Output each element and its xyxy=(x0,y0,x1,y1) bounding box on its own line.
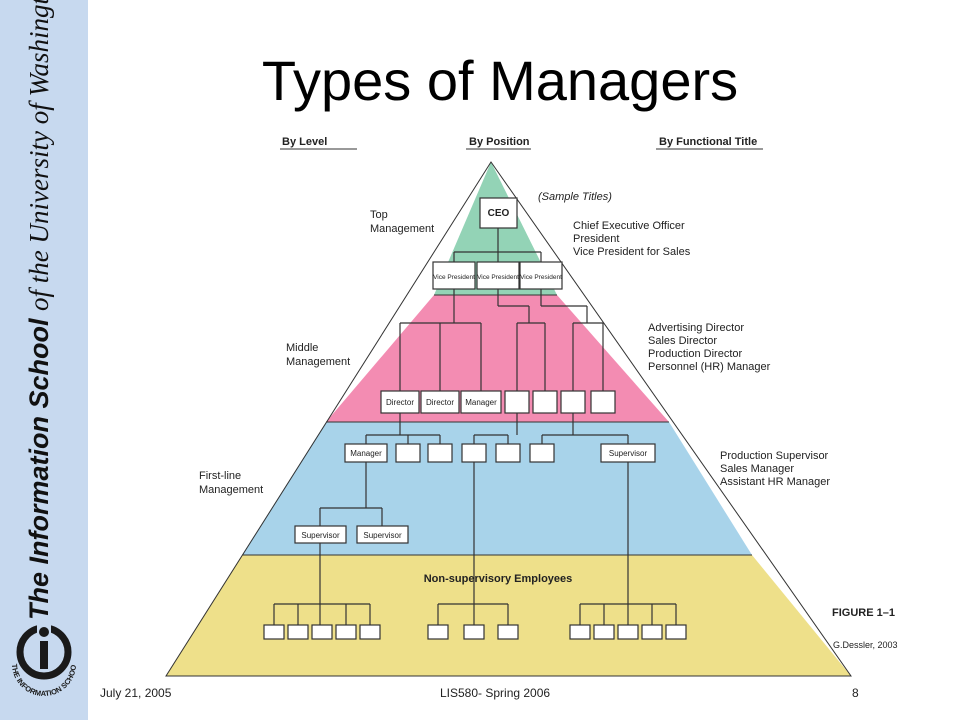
box-vice-president-3: Vice President xyxy=(519,261,563,290)
box-vice-president-1-label: Vice President xyxy=(433,274,475,281)
titles-middle: Advertising Director Sales Director Prod… xyxy=(648,322,771,373)
box-supervisor-b: Supervisor xyxy=(356,525,409,544)
footer-course: LIS580- Spring 2006 xyxy=(440,686,551,700)
box-manager-first-line-label: Manager xyxy=(350,449,382,458)
box-supervisor-a: Supervisor xyxy=(294,525,347,544)
employee-box xyxy=(359,624,381,640)
box-vice-president-1: Vice President xyxy=(432,261,476,290)
header-by-position: By Position xyxy=(469,136,530,148)
box-director-2-label: Director xyxy=(426,398,454,407)
employee-box xyxy=(569,624,591,640)
level-name-middle: Middle Management xyxy=(286,342,350,368)
org-chart-connectors xyxy=(273,228,677,625)
box-ceo: CEO xyxy=(479,197,518,229)
box-supervisor-first-line: Supervisor xyxy=(600,443,656,463)
information-school-logo-icon: THE INFORMATION SCHOOL xyxy=(2,612,78,698)
box-blank xyxy=(560,390,586,414)
employee-box xyxy=(497,624,519,640)
box-blank xyxy=(495,443,521,463)
header-by-level: By Level xyxy=(282,136,327,148)
box-blank xyxy=(427,443,453,463)
box-blank xyxy=(461,443,487,463)
box-vice-president-2-label: Vice President xyxy=(477,274,519,281)
box-ceo-label: CEO xyxy=(488,208,510,219)
level-name-first-line: First-line Management xyxy=(199,470,263,496)
box-blank xyxy=(590,390,616,414)
sidebar: The Information School of the University… xyxy=(0,0,88,720)
box-manager-first-line: Manager xyxy=(344,443,388,463)
employee-box xyxy=(617,624,639,640)
box-supervisor-a-label: Supervisor xyxy=(301,531,340,540)
titles-first-line: Production Supervisor Sales Manager Assi… xyxy=(720,450,831,488)
header-by-functional-title: By Functional Title xyxy=(659,136,757,148)
employee-box xyxy=(593,624,615,640)
band-middle xyxy=(326,295,669,422)
figure-label: FIGURE 1–1 xyxy=(832,607,895,619)
employee-box xyxy=(641,624,663,640)
employee-box xyxy=(427,624,449,640)
box-manager-middle-label: Manager xyxy=(465,398,497,407)
box-blank xyxy=(532,390,558,414)
box-blank xyxy=(504,390,530,414)
box-blank xyxy=(395,443,421,463)
box-director-2: Director xyxy=(420,390,460,414)
non-supervisory-label: Non-supervisory Employees xyxy=(424,573,573,585)
box-director-1: Director xyxy=(380,390,420,414)
level-name-top: Top Management xyxy=(370,209,434,235)
slide-title: Types of Managers xyxy=(261,49,739,112)
employee-box xyxy=(287,624,309,640)
employee-box xyxy=(463,624,485,640)
box-vice-president-2: Vice President xyxy=(476,261,520,290)
footer-page-number: 8 xyxy=(852,686,859,700)
footer-date: July 21, 2005 xyxy=(100,686,172,700)
box-blank xyxy=(529,443,555,463)
box-supervisor-first-line-label: Supervisor xyxy=(609,449,648,458)
box-director-1-label: Director xyxy=(386,398,414,407)
sample-titles-note: (Sample Titles) xyxy=(538,191,612,203)
employee-box xyxy=(335,624,357,640)
titles-top: Chief Executive Officer President Vice P… xyxy=(573,220,691,258)
employee-box xyxy=(311,624,333,640)
box-manager-middle: Manager xyxy=(460,390,502,414)
box-supervisor-b-label: Supervisor xyxy=(363,531,402,540)
employee-box xyxy=(263,624,285,640)
box-vice-president-3-label: Vice President xyxy=(520,274,562,281)
figure-credit: G.Dessler, 2003 xyxy=(833,640,898,650)
employee-box xyxy=(665,624,687,640)
